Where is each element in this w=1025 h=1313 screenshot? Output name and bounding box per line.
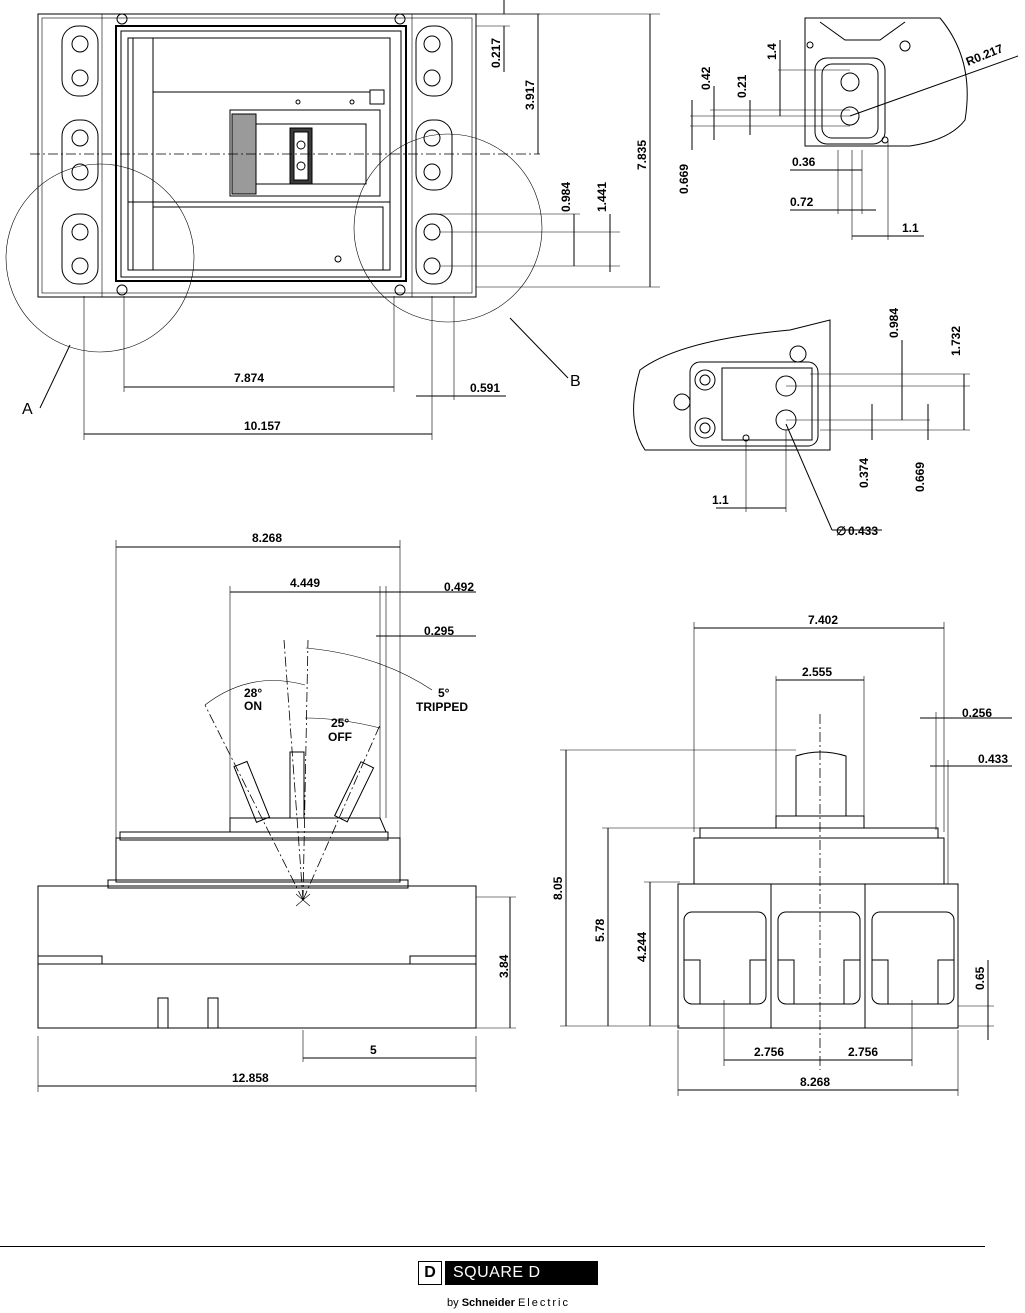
brand-company-suffix: Electric xyxy=(517,1297,570,1309)
dim-4-449: 4.449 xyxy=(290,576,320,590)
front-view: 7.402 2.555 0.256 0.433 8.05 5.78 4.244 … xyxy=(551,613,1012,1096)
angle-off-label: OFF xyxy=(328,730,352,744)
dim-0984-top: 0.984 xyxy=(559,182,573,212)
detail-a-view: 1.4 0.42 0.21 0.669 0.36 0.72 1.1 R0.217 xyxy=(677,17,1019,240)
dim-0-295: 0.295 xyxy=(424,624,454,638)
dim-8-268-side: 8.268 xyxy=(252,531,282,545)
dim-1-732: 1.732 xyxy=(949,326,963,356)
dim-0-669-a: 0.669 xyxy=(677,164,691,194)
dim-0-42: 0.42 xyxy=(699,66,713,90)
top-view: 0.217 3.917 7.835 0.984 1.441 7.874 0.59… xyxy=(5,0,660,440)
brand-company: Schneider xyxy=(461,1297,515,1309)
dim-0217: 0.217 xyxy=(489,38,503,68)
dim-0-492: 0.492 xyxy=(444,580,474,594)
dim-dia-0-433: 0.433 xyxy=(848,524,878,538)
detail-b-view: 0.984 1.732 0.374 0.669 1.1 ∅ 0.433 xyxy=(633,308,970,538)
footer-rule xyxy=(0,1246,985,1247)
brand-by: by xyxy=(447,1297,459,1309)
handle-on xyxy=(233,760,271,823)
dim-12-858: 12.858 xyxy=(232,1071,269,1085)
diameter-symbol: ∅ xyxy=(836,524,846,538)
dim-1-1-a: 1.1 xyxy=(902,221,919,235)
square-d-logo-icon: D xyxy=(418,1261,442,1285)
dim-8-268-front: 8.268 xyxy=(800,1075,830,1089)
dim-4-244: 4.244 xyxy=(635,932,649,962)
angle-off-value: 25° xyxy=(331,716,349,730)
dim-8-05: 8.05 xyxy=(551,876,565,900)
dim-3917: 3.917 xyxy=(523,80,537,110)
dim-r0-217: R0.217 xyxy=(964,41,1005,69)
brand-logo-box: D SQUARE D xyxy=(418,1261,598,1285)
dim-0-65: 0.65 xyxy=(973,966,987,990)
dim-1441: 1.441 xyxy=(595,182,609,212)
brand-subtitle: by Schneider Electric xyxy=(447,1297,570,1309)
dim-0591: 0.591 xyxy=(470,381,500,395)
dim-10157: 10.157 xyxy=(244,419,281,433)
dim-0-256: 0.256 xyxy=(962,706,992,720)
dim-7-402: 7.402 xyxy=(808,613,838,627)
dim-0-36: 0.36 xyxy=(792,155,816,169)
dim-0-21: 0.21 xyxy=(735,74,749,98)
detail-a-circle xyxy=(5,163,195,353)
dim-0-984-b: 0.984 xyxy=(887,308,901,338)
dim-2-555: 2.555 xyxy=(802,665,832,679)
callout-a: A xyxy=(22,401,33,418)
dim-0-669-b: 0.669 xyxy=(913,462,927,492)
angle-tripped-label: TRIPPED xyxy=(416,700,468,714)
side-view: 8.268 4.449 0.492 0.295 3.84 5 12.858 28… xyxy=(37,531,516,1092)
handle-center xyxy=(289,751,305,819)
left-terminals xyxy=(61,25,99,285)
dim-0-72: 0.72 xyxy=(790,195,814,209)
handle-off xyxy=(334,761,375,823)
dim-2-756-right: 2.756 xyxy=(848,1045,878,1059)
dim-7874: 7.874 xyxy=(234,371,264,385)
callout-b: B xyxy=(570,373,581,390)
brand-name: SQUARE D xyxy=(445,1261,598,1285)
angle-on-value: 28° xyxy=(244,686,262,700)
dim-1-4: 1.4 xyxy=(765,43,779,60)
dim-5: 5 xyxy=(370,1043,377,1057)
right-terminals xyxy=(415,25,453,285)
detail-b-circle xyxy=(353,133,543,323)
dim-2-756-left: 2.756 xyxy=(754,1045,784,1059)
dim-5-78: 5.78 xyxy=(593,918,607,942)
angle-on-label: ON xyxy=(244,699,262,713)
dim-1-1-b: 1.1 xyxy=(712,493,729,507)
angle-tripped-value: 5° xyxy=(438,686,450,700)
dim-0-374: 0.374 xyxy=(857,458,871,488)
dim-3-84: 3.84 xyxy=(497,954,511,978)
dim-0-433-front: 0.433 xyxy=(978,752,1008,766)
dim-7835: 7.835 xyxy=(635,140,649,170)
